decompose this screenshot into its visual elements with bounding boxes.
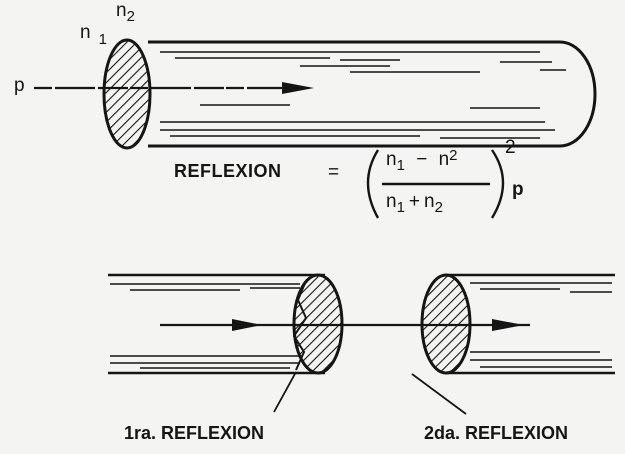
formula-graphics bbox=[366, 149, 505, 219]
n2-label: n2 bbox=[116, 0, 135, 25]
p-label: p bbox=[14, 75, 25, 96]
top-interface-face bbox=[102, 38, 152, 150]
bottom-arrow-head-right-icon bbox=[492, 319, 524, 331]
second-label-leader bbox=[411, 373, 467, 415]
second-reflection-label: 2da. REFLEXION bbox=[424, 423, 569, 443]
top-cylinder bbox=[102, 38, 597, 150]
formula-right-paren bbox=[490, 149, 505, 219]
formula-equals: = bbox=[328, 162, 340, 183]
top-cylinder-body bbox=[148, 40, 597, 148]
top-cylinder-shading bbox=[160, 51, 566, 139]
top-arrow-head-icon bbox=[282, 82, 314, 94]
bottom-ray bbox=[160, 319, 530, 331]
formula-p: p bbox=[512, 179, 524, 200]
formula-exponent: 2 bbox=[505, 137, 516, 158]
formula-left-paren bbox=[366, 149, 380, 219]
top-incident-ray bbox=[34, 82, 314, 94]
bottom-arrow-head-left-icon bbox=[232, 319, 262, 331]
numerator: n1 − n2 bbox=[386, 147, 458, 174]
denominator: n1+n2 bbox=[386, 191, 443, 216]
first-reflection-label: 1ra. REFLEXION bbox=[124, 423, 265, 443]
formula-lhs: REFLEXION bbox=[174, 161, 282, 181]
first-label-leader bbox=[273, 371, 297, 413]
